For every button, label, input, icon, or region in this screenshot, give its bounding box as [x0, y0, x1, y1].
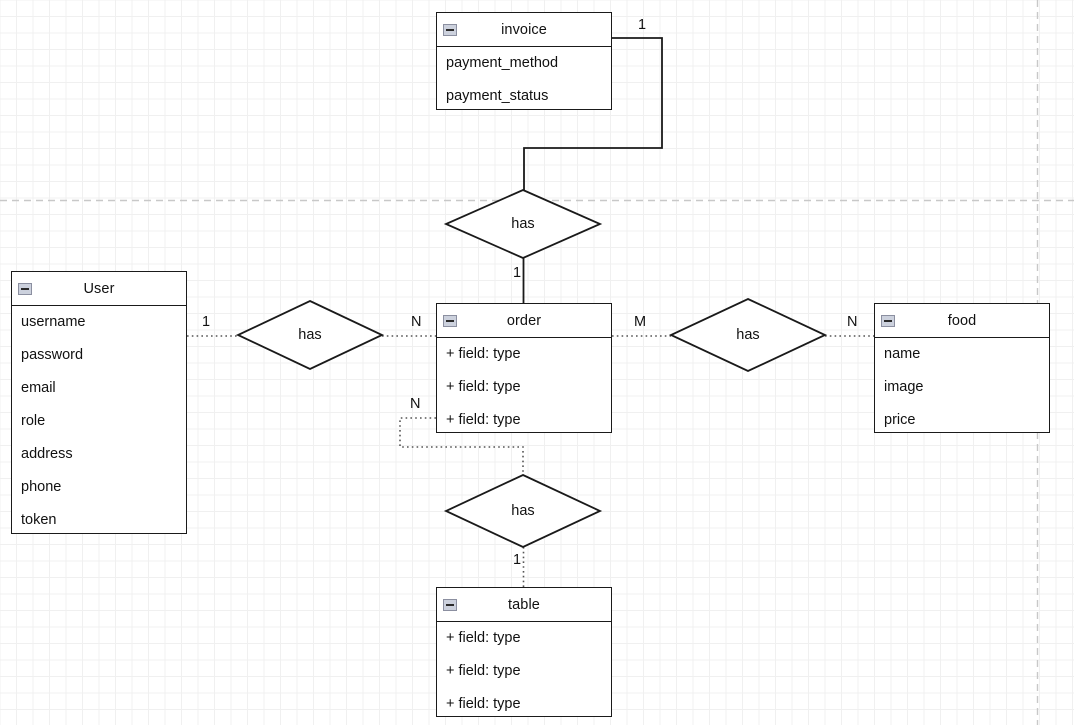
entity-invoice-title: invoice: [501, 21, 547, 38]
attribute-row[interactable]: email: [21, 380, 56, 396]
attribute-row[interactable]: name: [884, 346, 921, 362]
attribute-row[interactable]: + field: type: [446, 379, 521, 395]
attribute-row[interactable]: + field: type: [446, 696, 521, 712]
entity-user-title: User: [83, 280, 115, 297]
entity-user-header[interactable]: User: [12, 272, 186, 306]
entity-table[interactable]: table + field: type + field: type + fiel…: [436, 587, 612, 717]
cardinality-label-order-table-one: 1: [513, 552, 522, 568]
relationship-order-food[interactable]: has: [671, 299, 825, 371]
collapse-minus-icon[interactable]: [443, 598, 457, 611]
entity-table-title: table: [508, 596, 540, 613]
cardinality-label-invoice-side: 1: [638, 17, 647, 33]
entity-food-title: food: [947, 312, 977, 329]
cardinality-label-order-table-many: N: [410, 396, 421, 412]
entity-user[interactable]: User username password email role addres…: [11, 271, 187, 534]
relationship-invoice-order[interactable]: has: [446, 190, 600, 258]
attribute-row[interactable]: price: [884, 412, 916, 428]
attribute-row[interactable]: image: [884, 379, 924, 395]
attribute-row[interactable]: role: [21, 413, 46, 429]
cardinality-label-food-side: N: [847, 314, 858, 330]
attribute-row[interactable]: token: [21, 512, 57, 528]
relationship-label: has: [736, 327, 760, 343]
relationship-label: has: [511, 216, 535, 232]
relationship-user-order[interactable]: has: [238, 301, 382, 369]
attribute-row[interactable]: phone: [21, 479, 62, 495]
entity-invoice-header[interactable]: invoice: [437, 13, 611, 47]
attribute-row[interactable]: + field: type: [446, 630, 521, 646]
entity-table-header[interactable]: table: [437, 588, 611, 622]
relationship-label: has: [298, 327, 322, 343]
entity-food-body: name image price: [875, 338, 1049, 437]
attribute-row[interactable]: password: [21, 347, 84, 363]
entity-user-body: username password email role address pho…: [12, 306, 186, 537]
cardinality-label-order-right: M: [634, 314, 647, 330]
attribute-row[interactable]: + field: type: [446, 346, 521, 362]
entity-food[interactable]: food name image price: [874, 303, 1050, 433]
attribute-row[interactable]: address: [21, 446, 73, 462]
entity-order-title: order: [506, 312, 542, 329]
entity-order-body: + field: type + field: type + field: typ…: [437, 338, 611, 437]
collapse-minus-icon[interactable]: [881, 314, 895, 327]
attribute-row[interactable]: + field: type: [446, 663, 521, 679]
cardinality-label-invoice-order-one: 1: [513, 265, 522, 281]
entity-invoice-body: payment_method payment_status: [437, 47, 611, 113]
relationship-label: has: [511, 503, 535, 519]
cardinality-label-order-left: N: [411, 314, 422, 330]
attribute-row[interactable]: payment_method: [446, 55, 559, 71]
attribute-row[interactable]: + field: type: [446, 412, 521, 428]
collapse-minus-icon[interactable]: [443, 23, 457, 36]
entity-order[interactable]: order + field: type + field: type + fiel…: [436, 303, 612, 433]
entity-order-header[interactable]: order: [437, 304, 611, 338]
collapse-minus-icon[interactable]: [18, 282, 32, 295]
entity-food-header[interactable]: food: [875, 304, 1049, 338]
collapse-minus-icon[interactable]: [443, 314, 457, 327]
cardinality-label-user-side: 1: [202, 314, 211, 330]
relationship-order-table[interactable]: has: [446, 475, 600, 547]
attribute-row[interactable]: payment_status: [446, 88, 549, 104]
attribute-row[interactable]: username: [21, 314, 86, 330]
entity-table-body: + field: type + field: type + field: typ…: [437, 622, 611, 721]
entity-invoice[interactable]: invoice payment_method payment_status: [436, 12, 612, 110]
